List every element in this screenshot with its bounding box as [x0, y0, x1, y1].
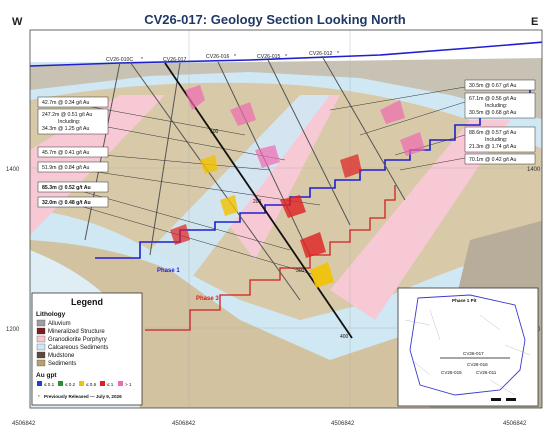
legend-swatch-mudstone — [36, 351, 46, 359]
left-ann-2-line1: 247.2m @ 0.51 g/t Au — [42, 112, 92, 118]
inset-map: Phase 1 Pit CV26-017 CV26-016 CV26-015 C… — [397, 287, 539, 407]
legend-swatch-mineralized — [36, 327, 46, 335]
porphyry-band-3 — [330, 120, 510, 320]
inset-hole-cv26-016: CV26-016 — [467, 362, 488, 367]
left-ann-4: 51.9m @ 0.84 g/t Au — [42, 165, 89, 171]
legend-swatch-alluvium — [36, 319, 46, 327]
inset-scale-bar-2 — [506, 398, 516, 401]
y-tick-1200: 1200 — [6, 327, 20, 333]
x-tick-3: 4506842 — [331, 421, 355, 427]
legend-lithology-heading: Lithology — [36, 311, 66, 318]
plot-frame — [29, 29, 543, 409]
legend-grade-label-5: > 1 — [125, 382, 132, 387]
inset-pit-outline — [409, 294, 526, 396]
legend-label-mudstone: Mudstone — [48, 353, 75, 359]
west-label: W — [12, 16, 23, 28]
inset-roads — [404, 309, 531, 396]
drill-hole-labels: CV26-010C * CV26-017 CV26-016 * CV26-015… — [106, 51, 339, 63]
legend-grade-swatch-2 — [58, 381, 63, 386]
right-ann-3-line1: 88.6m @ 0.57 g/t Au — [469, 130, 516, 136]
phase1-label: Phase 1 — [157, 268, 180, 274]
east-label: E — [531, 16, 538, 28]
phase1-pit-outline — [95, 80, 531, 259]
phase3-label: Phase 3 — [196, 296, 219, 302]
assay-grade-spikes — [170, 85, 425, 288]
x-tick-1: 4506842 — [12, 421, 36, 427]
y-tick-1400: 1400 — [6, 167, 20, 173]
hole-label-cv26-016: CV26-016 — [206, 54, 229, 60]
legend-label-porphyry: Granodiorite Porphyry — [48, 337, 107, 343]
legend-note-star: * — [38, 394, 40, 399]
inset-pit-label: Phase 1 Pit — [452, 298, 477, 303]
left-ann-2-line2: Including: — [58, 119, 80, 125]
legend-grade-swatch-3 — [79, 381, 84, 386]
legend-grade-label-3: ≤ 0.6 — [86, 382, 97, 387]
hole-label-cv26-010c-star: * — [141, 57, 143, 63]
legend-swatch-porphyry — [36, 335, 46, 343]
hole-label-cv26-010c: CV26-010C — [106, 57, 133, 63]
x-tick-2: 4506842 — [172, 421, 196, 427]
right-ann-1: 30.5m @ 0.67 g/t Au — [469, 83, 516, 89]
right-annotations: 30.5m @ 0.67 g/t Au 67.1m @ 0.56 g/t Au … — [464, 79, 536, 165]
legend-grade-label-1: ≤ 0.1 — [44, 382, 55, 387]
hole-label-cv26-017: CV26-017 — [163, 57, 186, 63]
alluvium-unit — [30, 58, 542, 120]
right-ann-2-line2: Including: — [485, 103, 507, 109]
hole-label-cv26-016-star: * — [234, 54, 236, 60]
inset-hole-cv26-011: CV26-011 — [476, 370, 497, 375]
legend-note: Previously Released — July 9, 2026 — [44, 394, 122, 399]
legend-label-alluvium: Alluvium — [48, 321, 71, 327]
right-ann-3-line3: 21.3m @ 1.74 g/t Au — [469, 144, 516, 150]
right-ann-4: 70.1m @ 0.42 g/t Au — [469, 157, 516, 163]
hole-label-cv26-015: CV26-015 — [257, 54, 280, 60]
legend-grade-heading: Au gpt — [36, 372, 57, 379]
depth-marker-100: 100 — [210, 129, 219, 135]
legend-label-calcareous: Calcareous Sediments — [48, 345, 108, 351]
hole-label-cv26-012-star: * — [337, 51, 339, 57]
left-ann-1: 42.7m @ 0.34 g/t Au — [42, 100, 89, 106]
x-tick-4: 4506842 — [503, 421, 527, 427]
legend-grade-label-4: ≤ 1 — [107, 382, 114, 387]
y-tick-1400-right: 1400 — [527, 167, 541, 173]
legend-grade-swatch-1 — [37, 381, 42, 386]
legend: Legend Lithology Alluvium Mineralized St… — [31, 292, 143, 406]
inset-scale-bar-1 — [491, 398, 501, 401]
right-ann-3-line2: Including: — [485, 137, 507, 143]
left-ann-5: 85.3m @ 0.52 g/t Au — [42, 185, 91, 191]
depth-marker-300: 300 — [296, 268, 305, 274]
depth-marker-400: 400 — [340, 334, 349, 340]
cv26-017-hole-trace — [164, 62, 353, 339]
topography-line — [30, 41, 542, 67]
right-ann-2-line1: 67.1m @ 0.56 g/t Au — [469, 96, 516, 102]
depth-marker-200: 200 — [253, 199, 262, 205]
legend-title: Legend — [71, 297, 103, 307]
page-title: CV26-017: Geology Section Looking North — [144, 12, 406, 27]
legend-label-sediments: Sediments — [48, 361, 76, 367]
inset-hole-cv26-017: CV26-017 — [463, 351, 484, 356]
legend-label-mineralized: Mineralized Structure — [48, 329, 105, 335]
legend-swatch-sediments — [36, 359, 46, 367]
hole-label-cv26-012: CV26-012 — [309, 51, 332, 57]
legend-grade-swatch-5 — [118, 381, 123, 386]
right-ann-2-line3: 30.5m @ 0.68 g/t Au — [469, 110, 516, 116]
left-annotations: 42.7m @ 0.34 g/t Au 247.2m @ 0.51 g/t Au… — [37, 96, 109, 208]
legend-swatch-calcareous — [36, 343, 46, 351]
legend-grade-swatch-4 — [100, 381, 105, 386]
legend-grade-label-2: ≤ 0.2 — [65, 382, 76, 387]
left-ann-2-line3: 34.3m @ 1.25 g/t Au — [42, 126, 89, 132]
inset-hole-cv26-015: CV26-015 — [441, 370, 462, 375]
hole-label-cv26-015-star: * — [285, 54, 287, 60]
calcareous-band — [150, 95, 330, 280]
left-ann-6: 32.0m @ 0.48 g/t Au — [42, 200, 91, 206]
left-ann-3: 45.7m @ 0.41 g/t Au — [42, 150, 89, 156]
